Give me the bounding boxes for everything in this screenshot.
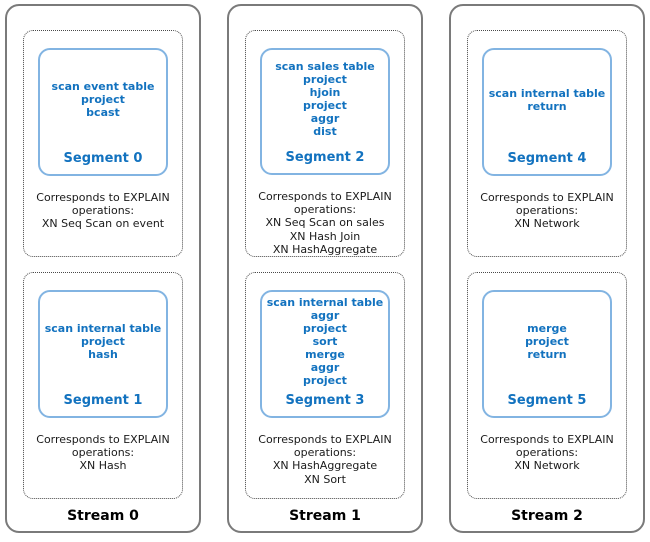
segment-label: Segment 3 xyxy=(285,393,365,408)
explain-operations: XN Seq Scan on event xyxy=(41,217,165,231)
stream-label: Stream 0 xyxy=(67,508,139,524)
stream-label: Stream 2 xyxy=(511,508,583,524)
explain-operations: XN Network xyxy=(514,217,580,231)
segment-label: Segment 4 xyxy=(507,151,587,166)
explain-operations: XN Hash xyxy=(79,459,127,473)
segment-label: Segment 1 xyxy=(63,393,143,408)
segment-label: Segment 0 xyxy=(63,151,143,166)
segment-label: Segment 2 xyxy=(285,150,365,166)
stream-label: Stream 1 xyxy=(289,508,361,524)
segment-label: Segment 5 xyxy=(507,393,587,408)
explain-operations: XN Network xyxy=(514,459,580,473)
